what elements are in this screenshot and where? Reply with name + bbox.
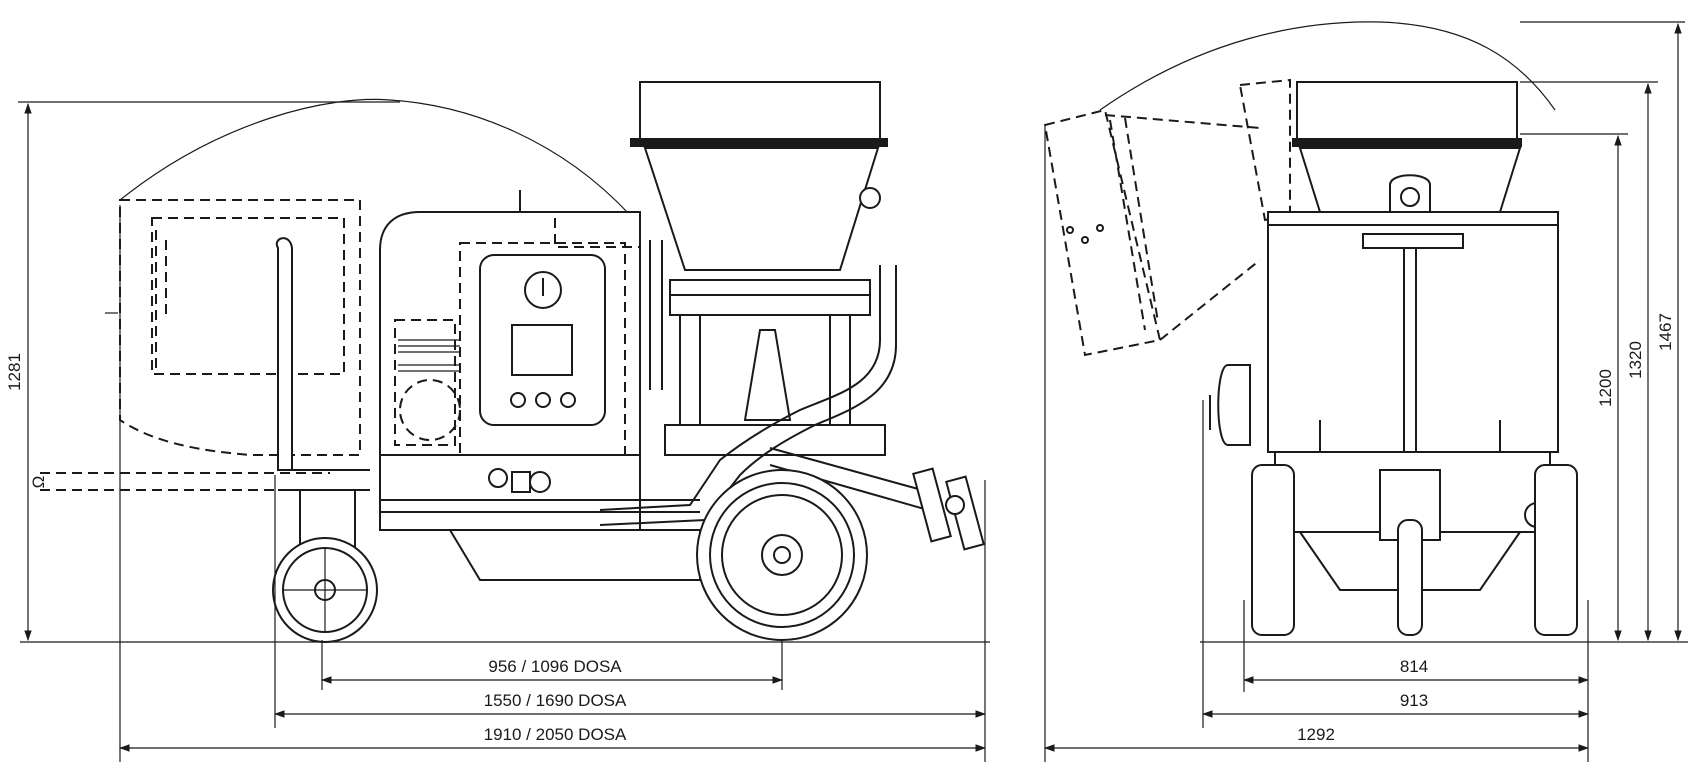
front-view: 1200 1320 1467 814 913 1292 [1043,21,1688,762]
side-dim-total-length-text: 1910 / 2050 DOSA [484,725,627,744]
side-dim-wheel-span: 1550 / 1690 DOSA [273,691,987,718]
side-hopper [630,81,888,271]
front-dim-heights: 1200 1320 1467 [1520,21,1685,642]
side-main-wheel [696,469,868,641]
side-dim-height-text: 1281 [5,353,24,391]
side-dim-total-length: 1910 / 2050 DOSA [118,725,987,752]
side-dim-axle-base-text: 956 / 1096 DOSA [488,657,622,676]
side-dim-small-label: Ω [29,476,48,489]
front-dim-814-text: 814 [1400,657,1428,676]
side-dim-wheel-span-text: 1550 / 1690 DOSA [484,691,627,710]
side-chassis [379,454,701,581]
side-vent-grille [398,339,460,372]
front-tilted-hopper-dashed [1043,78,1291,357]
side-body [379,190,641,500]
side-rotor-frame [649,240,886,456]
front-dim-1200-text: 1200 [1596,369,1615,407]
side-view: 1281 Ω 956 / 1096 DOSA 1550 / 1690 DOSA … [5,81,990,762]
side-outlet-nozzle [912,467,985,551]
front-dim-track: 814 [1242,657,1590,684]
side-swing-arc [119,98,631,216]
side-tilted-hopper-dashed [40,199,361,491]
front-wheels [1251,464,1578,636]
front-dim-width-1292: 1292 [1043,725,1590,752]
side-castor-wheel [272,489,378,643]
front-body [1209,211,1559,509]
front-hopper [1292,81,1522,213]
front-dim-913-text: 913 [1400,691,1428,710]
front-swing-arc [1099,21,1556,111]
side-dim-height: 1281 Ω [5,101,400,642]
front-dim-1467-text: 1467 [1656,313,1675,351]
side-dim-axle-base: 956 / 1096 DOSA [320,657,784,684]
front-dim-1292-text: 1292 [1297,725,1335,744]
front-dim-width-913: 913 [1201,691,1590,718]
side-handle [275,237,370,491]
front-dim-1320-text: 1320 [1626,341,1645,379]
